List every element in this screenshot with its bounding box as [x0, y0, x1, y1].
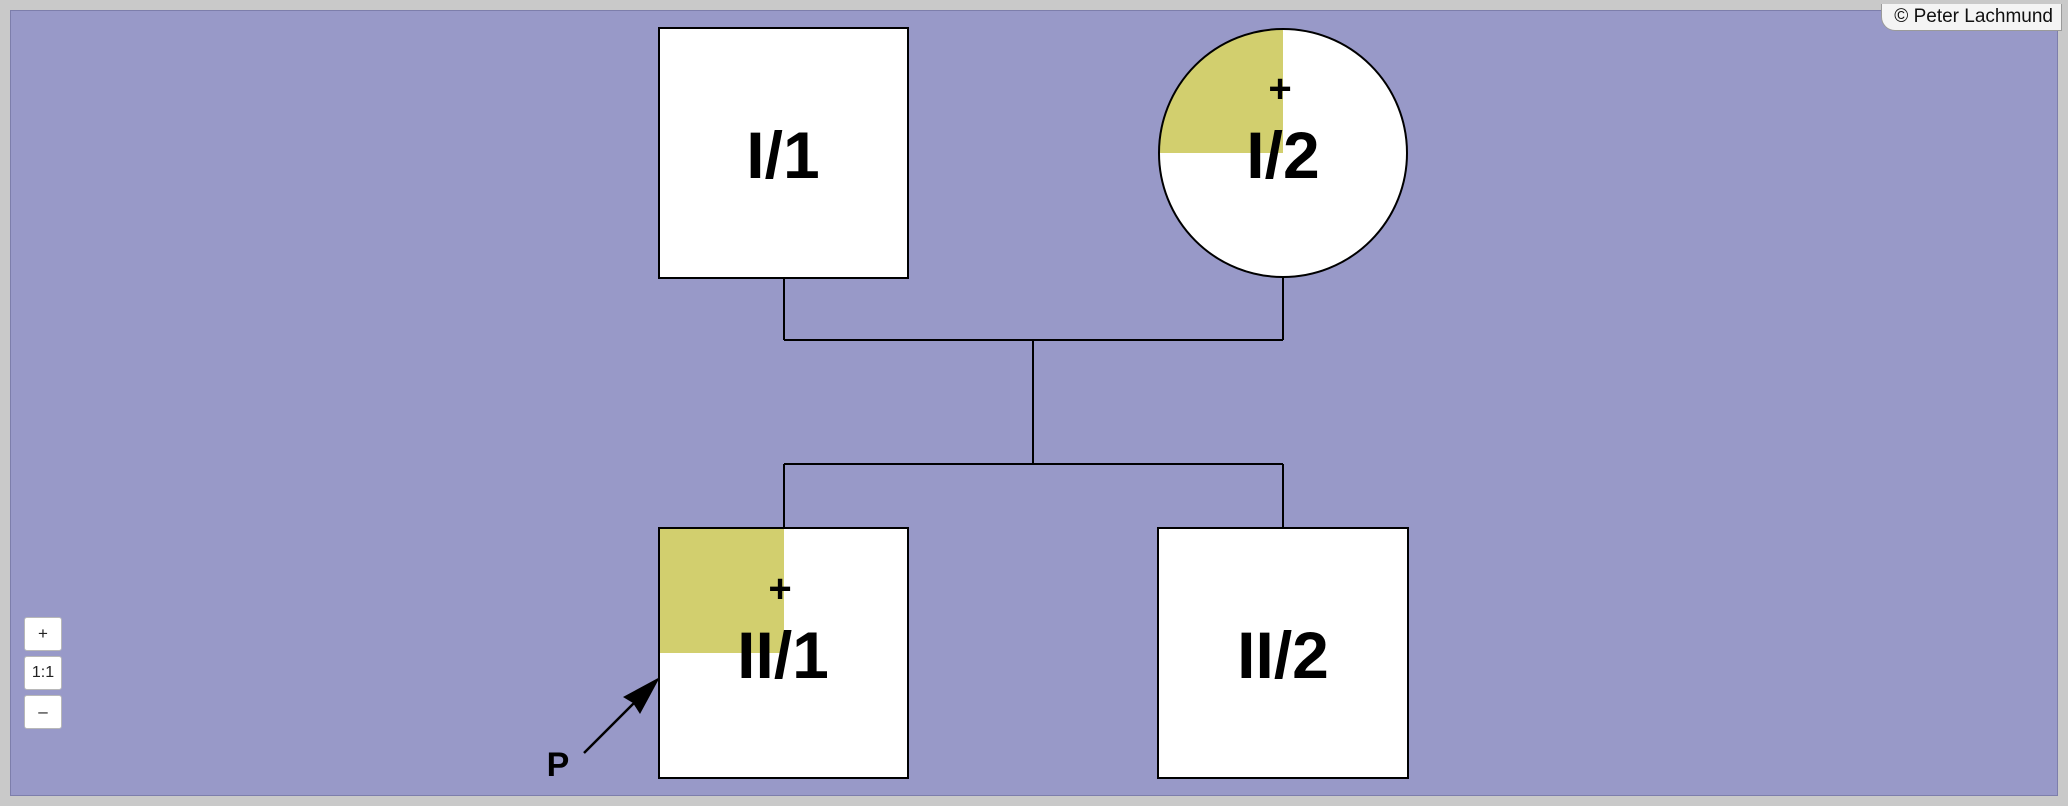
zoom-in-button[interactable]: +: [24, 617, 62, 651]
individual-i2[interactable]: + I/2: [1158, 28, 1408, 278]
female-outline: [1158, 28, 1408, 278]
individual-ii2[interactable]: II/2: [1157, 527, 1409, 779]
individual-label: I/1: [746, 118, 819, 192]
individual-ii1[interactable]: + II/1: [658, 527, 909, 779]
proband-label: P: [547, 746, 570, 784]
male-symbol: [658, 27, 909, 279]
zoom-reset-button[interactable]: 1:1: [24, 656, 62, 690]
individual-label: I/2: [1246, 118, 1319, 192]
male-symbol: [1157, 527, 1409, 779]
male-outline: [658, 527, 909, 779]
individual-i1[interactable]: I/1: [658, 27, 909, 279]
zoom-out-button[interactable]: –: [24, 695, 62, 729]
carrier-mark: +: [768, 567, 791, 611]
individual-label: II/2: [1237, 618, 1329, 692]
affected-quadrant: [659, 528, 784, 653]
relationship-lines: [783, 278, 1284, 528]
carrier-mark: +: [1268, 67, 1291, 111]
copyright-badge: © Peter Lachmund: [1881, 4, 2062, 31]
proband-arrow-icon: P: [547, 677, 660, 784]
individual-label: II/1: [737, 618, 829, 692]
